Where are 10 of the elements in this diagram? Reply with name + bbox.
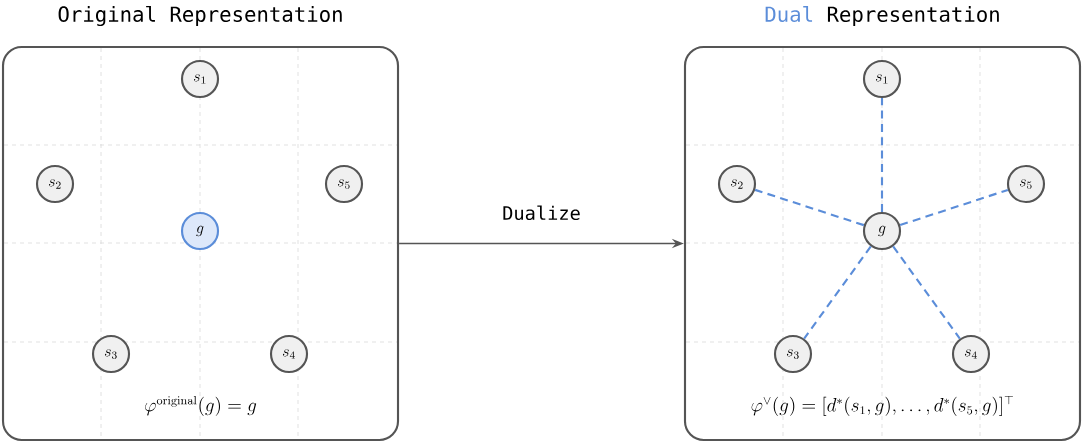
formula: $\varphi^{\vee}(g) = [d^{*}(s_1,g),\ldots,d^{*}(s_5,g)]^{\top}$ [751, 396, 1013, 417]
connector-line [754, 188, 865, 227]
formula: $\varphi^{\mathrm{original}}(g) = g$ [145, 395, 257, 417]
connector-line [803, 245, 872, 340]
connector-line [899, 188, 1009, 227]
connector-line [892, 245, 961, 340]
panel-title: Dual Representation [765, 5, 999, 27]
edge-label: Dualize [503, 205, 580, 221]
connector-line [880, 98, 884, 212]
panel-title: Original Representation [58, 5, 342, 27]
